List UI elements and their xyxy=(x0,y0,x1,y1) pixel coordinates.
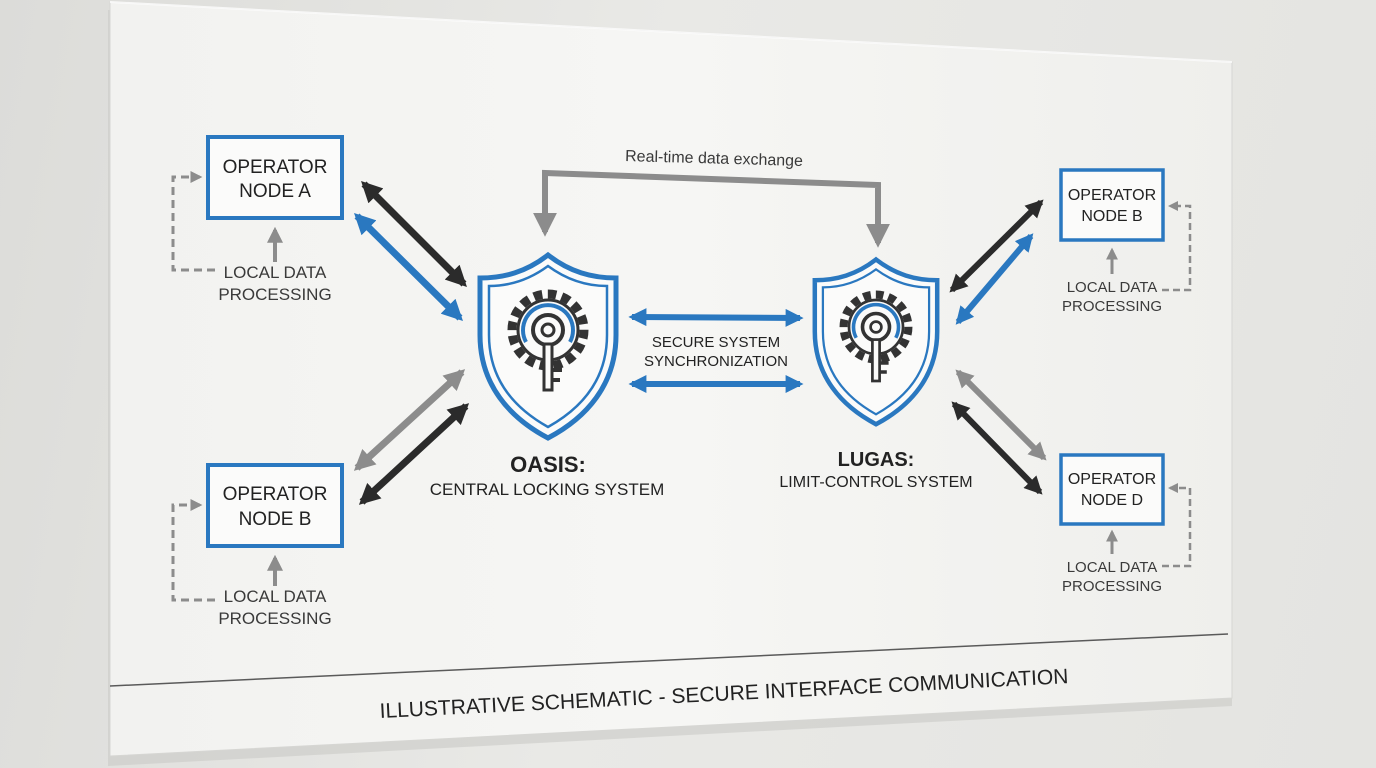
svg-text:LOCAL DATA: LOCAL DATA xyxy=(1067,279,1158,296)
realtime-link-label: Real-time data exchange xyxy=(625,148,803,170)
svg-text:PROCESSING: PROCESSING xyxy=(218,609,331,628)
svg-text:OPERATOR: OPERATOR xyxy=(223,157,328,178)
sync-label-line2: SYNCHRONIZATION xyxy=(644,353,788,370)
local-processing-b-right: LOCAL DATA PROCESSING xyxy=(1062,201,1192,315)
svg-text:LOCAL DATA: LOCAL DATA xyxy=(224,263,327,282)
svg-text:OPERATOR: OPERATOR xyxy=(1068,187,1156,204)
svg-text:PROCESSING: PROCESSING xyxy=(1062,578,1162,595)
operator-node-b-right: OPERATOR NODE B xyxy=(1059,168,1165,242)
sync-arrow-top xyxy=(628,308,804,327)
svg-text:PROCESSING: PROCESSING xyxy=(218,285,331,304)
svg-text:OPERATOR: OPERATOR xyxy=(1068,471,1156,488)
realtime-link-arrow xyxy=(533,169,890,248)
operator-node-a: OPERATOR NODE A xyxy=(206,135,344,220)
node-b-left-dark-arrow xyxy=(358,403,470,505)
oasis-name: OASIS: xyxy=(510,452,586,477)
lugas-name: LUGAS: xyxy=(838,449,915,471)
svg-text:LOCAL DATA: LOCAL DATA xyxy=(1067,559,1158,576)
local-processing-b-left: LOCAL DATA PROCESSING xyxy=(171,499,332,628)
local-processing-a: LOCAL DATA PROCESSING xyxy=(171,171,332,304)
oasis-subtitle: CENTRAL LOCKING SYSTEM xyxy=(430,480,665,499)
lugas-subtitle: LIMIT-CONTROL SYSTEM xyxy=(779,474,972,491)
operator-node-d: OPERATOR NODE D xyxy=(1059,453,1165,526)
svg-text:NODE A: NODE A xyxy=(239,181,311,202)
board xyxy=(109,1,1233,757)
node-d-dark-arrow xyxy=(951,401,1043,495)
node-a-blue-arrow xyxy=(354,213,463,321)
svg-text:NODE B: NODE B xyxy=(1081,208,1142,225)
svg-text:LOCAL DATA: LOCAL DATA xyxy=(224,587,327,606)
node-b-right-blue-arrow xyxy=(955,233,1034,325)
footer-divider xyxy=(109,633,1229,687)
svg-text:NODE B: NODE B xyxy=(239,509,312,530)
sync-label-line1: SECURE SYSTEM xyxy=(652,334,780,351)
svg-text:NODE D: NODE D xyxy=(1081,492,1143,509)
svg-text:PROCESSING: PROCESSING xyxy=(1062,298,1162,315)
local-processing-d: LOCAL DATA PROCESSING xyxy=(1062,483,1192,595)
svg-text:OPERATOR: OPERATOR xyxy=(223,484,328,505)
operator-node-b-left: OPERATOR NODE B xyxy=(206,463,344,548)
